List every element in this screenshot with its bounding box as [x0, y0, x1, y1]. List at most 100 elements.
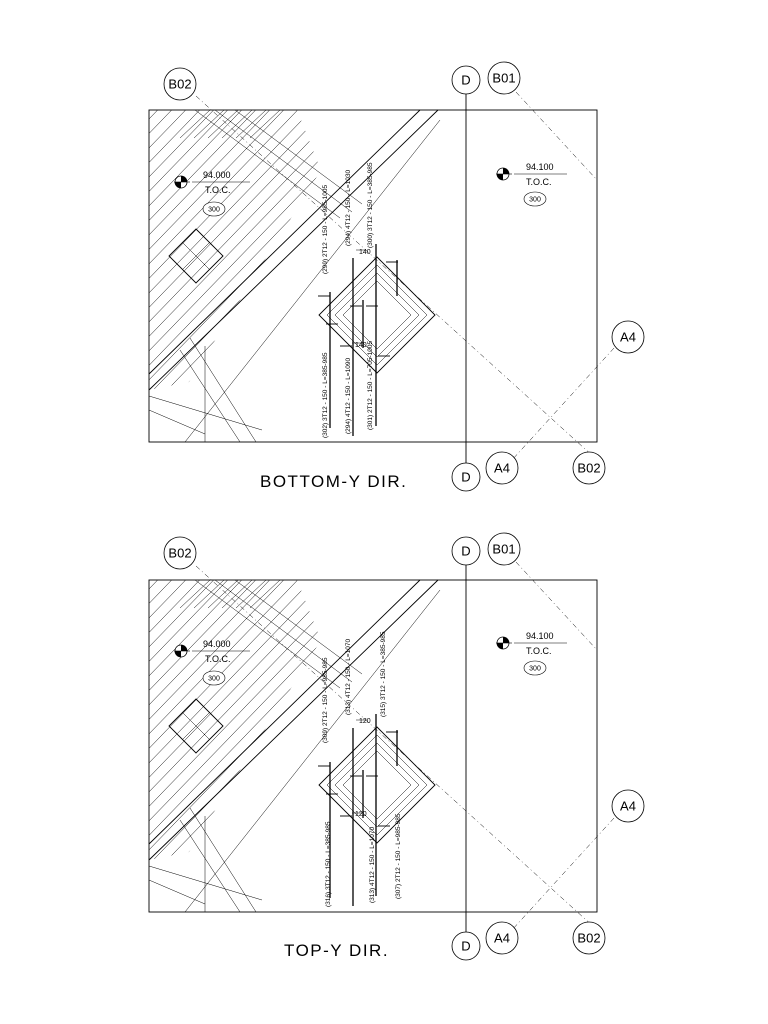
grid-tag-label: B02	[168, 77, 191, 92]
dimension-label-top: 140	[359, 249, 371, 256]
hatch-line	[149, 580, 321, 860]
level-label: T.O.C.	[526, 177, 552, 187]
hatch-line	[149, 580, 290, 860]
grid-tag-d-bottom[interactable]: D	[451, 462, 481, 492]
column-cross-line	[182, 242, 210, 270]
panel-title: BOTTOM-Y DIR.	[260, 472, 407, 491]
band-cross-line	[235, 579, 267, 609]
hatch-line	[355, 560, 695, 912]
hatch-line	[341, 560, 681, 912]
beam-edge-line	[214, 579, 353, 683]
hatch-line	[149, 580, 206, 860]
hatch-line	[0, 560, 37, 912]
hatch-line	[149, 110, 276, 390]
grid-tag-b01-top[interactable]: B01	[487, 61, 521, 95]
level-symbol-icon	[496, 167, 512, 181]
hatch-line	[284, 580, 321, 860]
level-label: T.O.C.	[205, 185, 231, 195]
grid-tag-b02-top[interactable]: B02	[163, 67, 197, 101]
grid-tag-a4-bottom[interactable]: A4	[485, 451, 519, 485]
beam-edge-line	[234, 109, 363, 205]
bar-label: (316) 3T12 - 150 - L=385-985	[325, 821, 332, 907]
hatch-line	[149, 580, 321, 860]
level-value: 94.000	[203, 639, 231, 649]
wedge-line	[189, 807, 257, 913]
grid-tag-d-top[interactable]: D	[451, 536, 481, 566]
level-symbol-icon	[174, 175, 190, 189]
bar-label: (309) 2T12 - 150 - L=985-985	[322, 657, 329, 743]
beam-line	[148, 579, 421, 845]
beam-line	[148, 109, 421, 375]
hatch-line	[0, 560, 135, 912]
hatch-line	[149, 110, 248, 390]
hatch-line	[149, 110, 321, 390]
wedge-line	[189, 337, 257, 443]
bar-label: (313) 4T12 - 150 - L=1070	[345, 639, 352, 715]
slab-thickness: 300	[529, 666, 541, 673]
grid-tag-label: D	[461, 544, 470, 559]
grid-tag-d-bottom[interactable]: D	[451, 931, 481, 961]
column-cross-line	[182, 712, 210, 740]
hatch-line	[149, 110, 318, 390]
grid-tag-a4-right[interactable]: A4	[611, 789, 645, 823]
level-value: 94.100	[526, 162, 554, 172]
hatch-line	[149, 110, 321, 390]
hatch-line	[149, 580, 321, 860]
grid-tag-b02-top[interactable]: B02	[163, 536, 197, 570]
grid-tag-label: B01	[492, 542, 515, 557]
hatch-line	[0, 560, 79, 912]
hatch-line	[0, 560, 51, 912]
band-cross-line	[207, 579, 239, 609]
hatch-line	[149, 110, 220, 390]
grid-tag-b02-bottom[interactable]: B02	[572, 921, 606, 955]
band-cross-line	[179, 579, 211, 609]
hatch-line	[0, 90, 79, 442]
hatch-line	[149, 580, 150, 860]
hatch-line	[284, 110, 321, 390]
panel-linework	[0, 560, 695, 934]
hatch-line	[0, 560, 93, 912]
grid-tag-b01-top[interactable]: B01	[487, 532, 521, 566]
column-head-outline	[318, 256, 436, 374]
grid-line-a4	[511, 817, 615, 931]
band-cross-line	[249, 579, 281, 609]
hatch-pattern	[0, 560, 695, 912]
grid-tag-d-top[interactable]: D	[451, 65, 481, 95]
grid-tag-label: A4	[620, 799, 636, 814]
hatch-line	[149, 580, 192, 860]
plan-panel-top-y: B02 D B01 A4 D A4 B02	[0, 532, 695, 961]
grid-tag-label: B02	[168, 546, 191, 561]
hatch-line	[0, 560, 9, 912]
hatch-line	[0, 90, 9, 442]
grid-tag-b02-bottom[interactable]: B02	[572, 451, 606, 485]
bar-label: (313) 4T12 - 150 - L=1070	[369, 827, 376, 903]
level-marker-left: 94.000 T.O.C. 300	[174, 170, 250, 217]
hatch-line	[149, 110, 304, 390]
hatch-line	[0, 90, 51, 442]
wedge-line	[148, 395, 263, 431]
level-marker-left: 94.000 T.O.C. 300	[174, 639, 250, 686]
hatch-line	[0, 90, 107, 442]
hatch-line	[0, 90, 65, 442]
bar-label: (299) 2T12 - 150 - L=985-1005	[322, 185, 329, 274]
wedge-line	[179, 349, 241, 443]
level-symbol-icon	[174, 644, 190, 658]
hatch-line	[149, 110, 321, 390]
hatch-line	[149, 580, 248, 860]
plan-panel-bottom-y: B02 D B01 A4 D A4 B02	[0, 61, 645, 492]
level-marker-right: 94.100 T.O.C. 300	[496, 631, 567, 676]
grid-tag-label: D	[461, 73, 470, 88]
band-cross-line	[235, 109, 267, 139]
wedge-line	[148, 879, 206, 905]
wedge-line	[148, 409, 206, 435]
bar-label: (315) 3T12 - 150 - L=385-985	[380, 631, 387, 717]
hatch-line	[0, 90, 135, 442]
grid-tag-a4-right[interactable]: A4	[611, 320, 645, 354]
bar-label: (307) 2T12 - 150 - L=985-985	[395, 813, 402, 899]
level-value: 94.100	[526, 631, 554, 641]
hatch-line	[312, 110, 321, 390]
beam-edge-line	[214, 109, 353, 213]
hatch-line	[149, 110, 192, 390]
grid-tag-a4-bottom[interactable]: A4	[485, 921, 519, 955]
